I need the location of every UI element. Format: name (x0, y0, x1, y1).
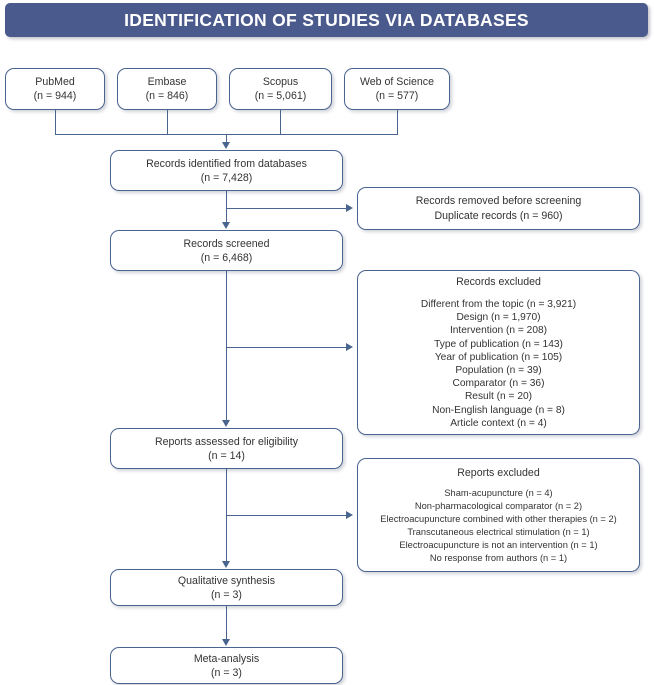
exclusion-reason: Sham-acupuncture (n = 4) (444, 487, 553, 498)
box-label: Records screened (183, 237, 270, 250)
flow-box-records-identified: Records identified from databases (n = 7… (110, 150, 343, 191)
arrowhead-to-eligibility (222, 420, 230, 427)
box-count: (n = 7,428) (200, 171, 253, 184)
arrowhead-to-reports-excluded (346, 511, 353, 519)
exclusion-reason: Population (n = 39) (455, 365, 542, 376)
connector-qualitative-to-meta (226, 606, 227, 640)
box-count: (n = 3) (211, 666, 242, 679)
box-count: (n = 3) (211, 588, 242, 601)
box-count: (n = 6,468) (200, 251, 253, 264)
connector-bus-to-identified (226, 134, 227, 143)
exclusion-reason: Non-pharmacological comparator (n = 2) (414, 500, 583, 511)
database-name: Scopus (262, 76, 299, 88)
database-box-scopus: Scopus (n = 5,061) (229, 68, 332, 110)
box-label: Reports assessed for eligibility (154, 435, 299, 448)
side-box-records-excluded: Records excluded Different from the topi… (357, 270, 640, 435)
exclusion-reason: Intervention (n = 208) (449, 325, 548, 337)
connector-screened-to-records-excluded (227, 347, 346, 348)
database-name: PubMed (35, 76, 75, 88)
exclusion-reason: Type of publication (n = 143) (434, 338, 563, 350)
arrowhead-to-qualitative (222, 561, 230, 568)
arrowhead-to-screened (222, 222, 230, 229)
connector-eligibility-to-reports-excluded (227, 515, 346, 516)
exclusion-reason: Electroacupuncture combined with other t… (380, 513, 617, 524)
flow-box-records-screened: Records screened (n = 6,468) (110, 230, 343, 271)
database-box-pubmed: PubMed (n = 944) (5, 68, 105, 110)
database-count: (n = 5,061) (254, 90, 307, 102)
side-box-records-removed: Records removed before screening Duplica… (357, 187, 640, 230)
side-box-detail: Duplicate records (n = 960) (434, 209, 563, 222)
exclusion-reason: Different from the topic (n = 3,921) (420, 298, 577, 310)
database-box-embase: Embase (n = 846) (117, 68, 217, 110)
reports-excluded-reason-list: Sham-acupuncture (n = 4) Non-pharmacolog… (380, 487, 616, 565)
exclusion-reason: Transcutaneous electrical stimulation (n… (407, 526, 590, 537)
arrowhead-to-identified (222, 142, 230, 149)
exclusion-reason: Electroacupuncture is not an interventio… (399, 539, 598, 550)
connector-stub-web-of-science (397, 110, 398, 134)
connector-stub-scopus (280, 110, 281, 134)
database-count: (n = 944) (33, 90, 77, 102)
connector-screened-to-eligibility (226, 271, 227, 421)
box-label: Records identified from databases (146, 157, 307, 170)
arrowhead-to-records-excluded (346, 343, 353, 351)
connector-identified-to-screened (226, 191, 227, 223)
database-name: Embase (147, 76, 187, 88)
box-label: Qualitative synthesis (177, 574, 276, 587)
connector-stub-embase (167, 110, 168, 134)
records-excluded-reason-list: Different from the topic (n = 3,921) Des… (421, 298, 576, 430)
diagram-header-banner: IDENTIFICATION OF STUDIES VIA DATABASES (5, 3, 648, 37)
exclusion-reason: Result (n = 20) (464, 391, 533, 403)
database-count: (n = 577) (375, 90, 419, 102)
arrowhead-to-removed (346, 204, 353, 212)
exclusion-reason: Year of publication (n = 105) (434, 351, 563, 363)
connector-stub-pubmed (55, 110, 56, 134)
connector-identified-to-removed (227, 208, 346, 209)
arrowhead-to-meta (222, 639, 230, 646)
exclusion-reason: No response from authors (n = 1) (429, 552, 568, 563)
box-label: Meta-analysis (193, 652, 260, 665)
box-count: (n = 14) (208, 449, 245, 462)
diagram-title: IDENTIFICATION OF STUDIES VIA DATABASES (124, 9, 529, 30)
exclusion-reason: Design (n = 1,970) (456, 312, 541, 324)
side-box-title: Records excluded (456, 275, 541, 288)
flow-box-meta-analysis: Meta-analysis (n = 3) (110, 647, 343, 684)
database-box-web-of-science: Web of Science (n = 577) (344, 68, 450, 110)
database-name: Web of Science (359, 76, 434, 88)
side-box-title: Reports excluded (457, 466, 540, 479)
exclusion-reason: Comparator (n = 36) (452, 378, 545, 390)
exclusion-reason: Non-English language (n = 8) (432, 404, 565, 416)
flow-box-qualitative-synthesis: Qualitative synthesis (n = 3) (110, 569, 343, 606)
side-box-title: Records removed before screening (415, 194, 582, 207)
database-count: (n = 846) (145, 90, 189, 102)
connector-eligibility-to-qualitative (226, 469, 227, 562)
flow-box-reports-assessed: Reports assessed for eligibility (n = 14… (110, 428, 343, 469)
exclusion-reason: Article context (n = 4) (450, 417, 547, 429)
side-box-reports-excluded: Reports excluded Sham-acupuncture (n = 4… (357, 458, 640, 572)
